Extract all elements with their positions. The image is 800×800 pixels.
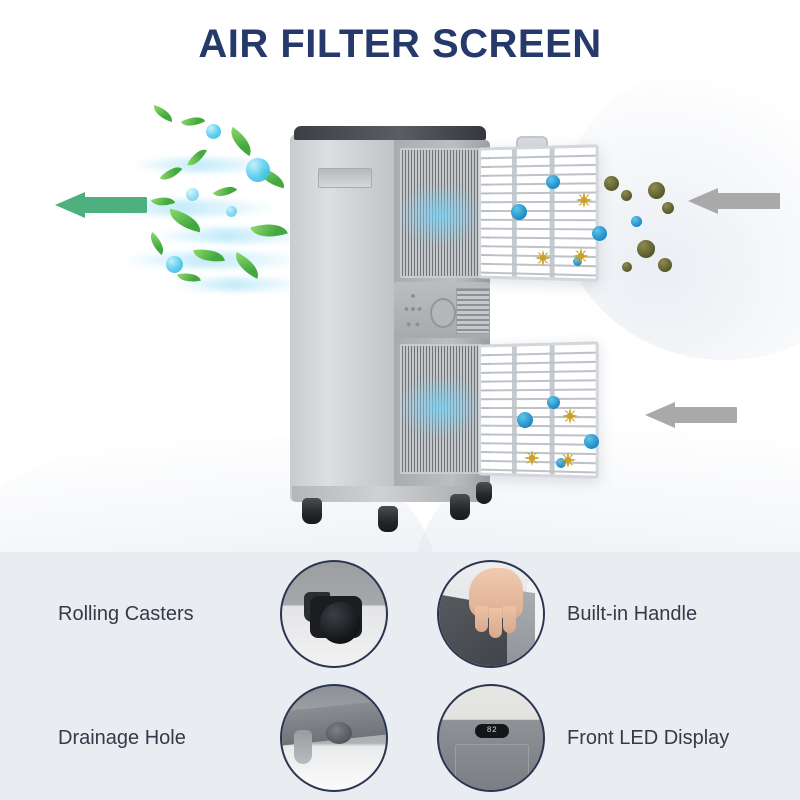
water-droplet-icon (206, 124, 221, 139)
feature-row: Drainage Hole 82 Front LED Display (0, 676, 800, 800)
feature-drainage-hole[interactable]: Drainage Hole (0, 676, 421, 800)
germ-particle (604, 176, 619, 191)
dust-particle (511, 204, 527, 220)
pollen-icon (562, 408, 578, 424)
arrow-shaft (671, 407, 737, 423)
pollen-icon (573, 248, 589, 264)
feature-front-led-display[interactable]: 82 Front LED Display (421, 676, 800, 800)
caster-thumbnail[interactable] (280, 560, 388, 668)
dust-particle (556, 458, 566, 468)
caster-tire (320, 602, 360, 644)
water-droplet-icon (246, 158, 270, 182)
dust-particle (547, 396, 560, 409)
panel-grille (456, 288, 490, 334)
dust-particle (573, 257, 582, 266)
finger (475, 606, 488, 632)
panel-screw-marks (402, 292, 424, 330)
dust-particle (592, 226, 607, 241)
leaf-icon (150, 104, 176, 123)
arrow-head (55, 192, 85, 218)
caster-wheel (476, 482, 492, 504)
germ-particle (621, 190, 632, 201)
clean-air-arrow (55, 192, 147, 218)
feature-label: Built-in Handle (567, 602, 698, 625)
caster-wheel (378, 506, 398, 532)
panel-knob (430, 298, 456, 328)
pollen-icon (535, 250, 551, 266)
lower-evaporator-coil (400, 344, 482, 474)
pollen-icon (576, 192, 592, 208)
filter-rib (549, 345, 555, 475)
arrow-head (688, 188, 718, 214)
hero-section: AIR FILTER SCREEN (0, 22, 800, 552)
unit-front-panel (290, 134, 398, 502)
germ-particle (637, 240, 655, 258)
feature-built-in-handle[interactable]: Built-in Handle (421, 552, 800, 676)
feature-label: Rolling Casters (58, 602, 194, 625)
airflow-streak (170, 278, 310, 291)
led-display: 82 (475, 724, 509, 738)
finger (503, 606, 516, 633)
unit-top-cover (294, 126, 486, 140)
germ-particle (662, 202, 674, 214)
leaf-icon (180, 111, 206, 132)
arrow-head (645, 402, 675, 428)
page-title: AIR FILTER SCREEN (198, 22, 602, 66)
finger (489, 608, 502, 638)
feature-row: Rolling Casters Built-in Handle (0, 552, 800, 676)
airflow-streak (130, 158, 280, 172)
germ-particle (648, 182, 665, 199)
leaf-icon (224, 126, 258, 157)
feature-rolling-casters[interactable]: Rolling Casters (0, 552, 421, 676)
led-thumbnail[interactable]: 82 (437, 684, 545, 792)
unit-vent-slot (318, 168, 372, 188)
pollen-icon (524, 450, 540, 466)
arrow-shaft (81, 197, 147, 213)
led-readout: 82 (486, 726, 498, 735)
portable-air-conditioner (290, 126, 492, 532)
filter-rib (512, 346, 517, 474)
unit-base (292, 486, 488, 502)
feature-label: Front LED Display (567, 726, 730, 749)
water-droplet-icon (186, 188, 199, 201)
caster-wheel (302, 498, 322, 524)
dust-particle (517, 412, 533, 428)
features-section: Rolling Casters Built-in Handle (0, 552, 800, 800)
water-droplet-icon (226, 206, 237, 217)
dust-particle (546, 175, 560, 189)
handle-thumbnail[interactable] (437, 560, 545, 668)
water-droplet-icon (166, 256, 183, 273)
leaf-icon (212, 180, 238, 203)
germ-particle (622, 262, 632, 272)
upper-evaporator-coil (400, 148, 482, 278)
dirty-air-arrow-top (688, 188, 780, 214)
feature-label: Drainage Hole (58, 726, 186, 749)
drainage-thumbnail[interactable] (280, 684, 388, 792)
arrow-shaft (714, 193, 780, 209)
dust-particle (584, 434, 599, 449)
front-door-panel (455, 744, 529, 790)
germ-particle (658, 258, 672, 272)
drain-hole (326, 722, 352, 744)
caster-foot (294, 730, 312, 764)
dust-particle (631, 216, 642, 227)
dirty-air-arrow-bottom (645, 402, 737, 428)
caster-wheel (450, 494, 470, 520)
pollen-icon (560, 452, 576, 468)
